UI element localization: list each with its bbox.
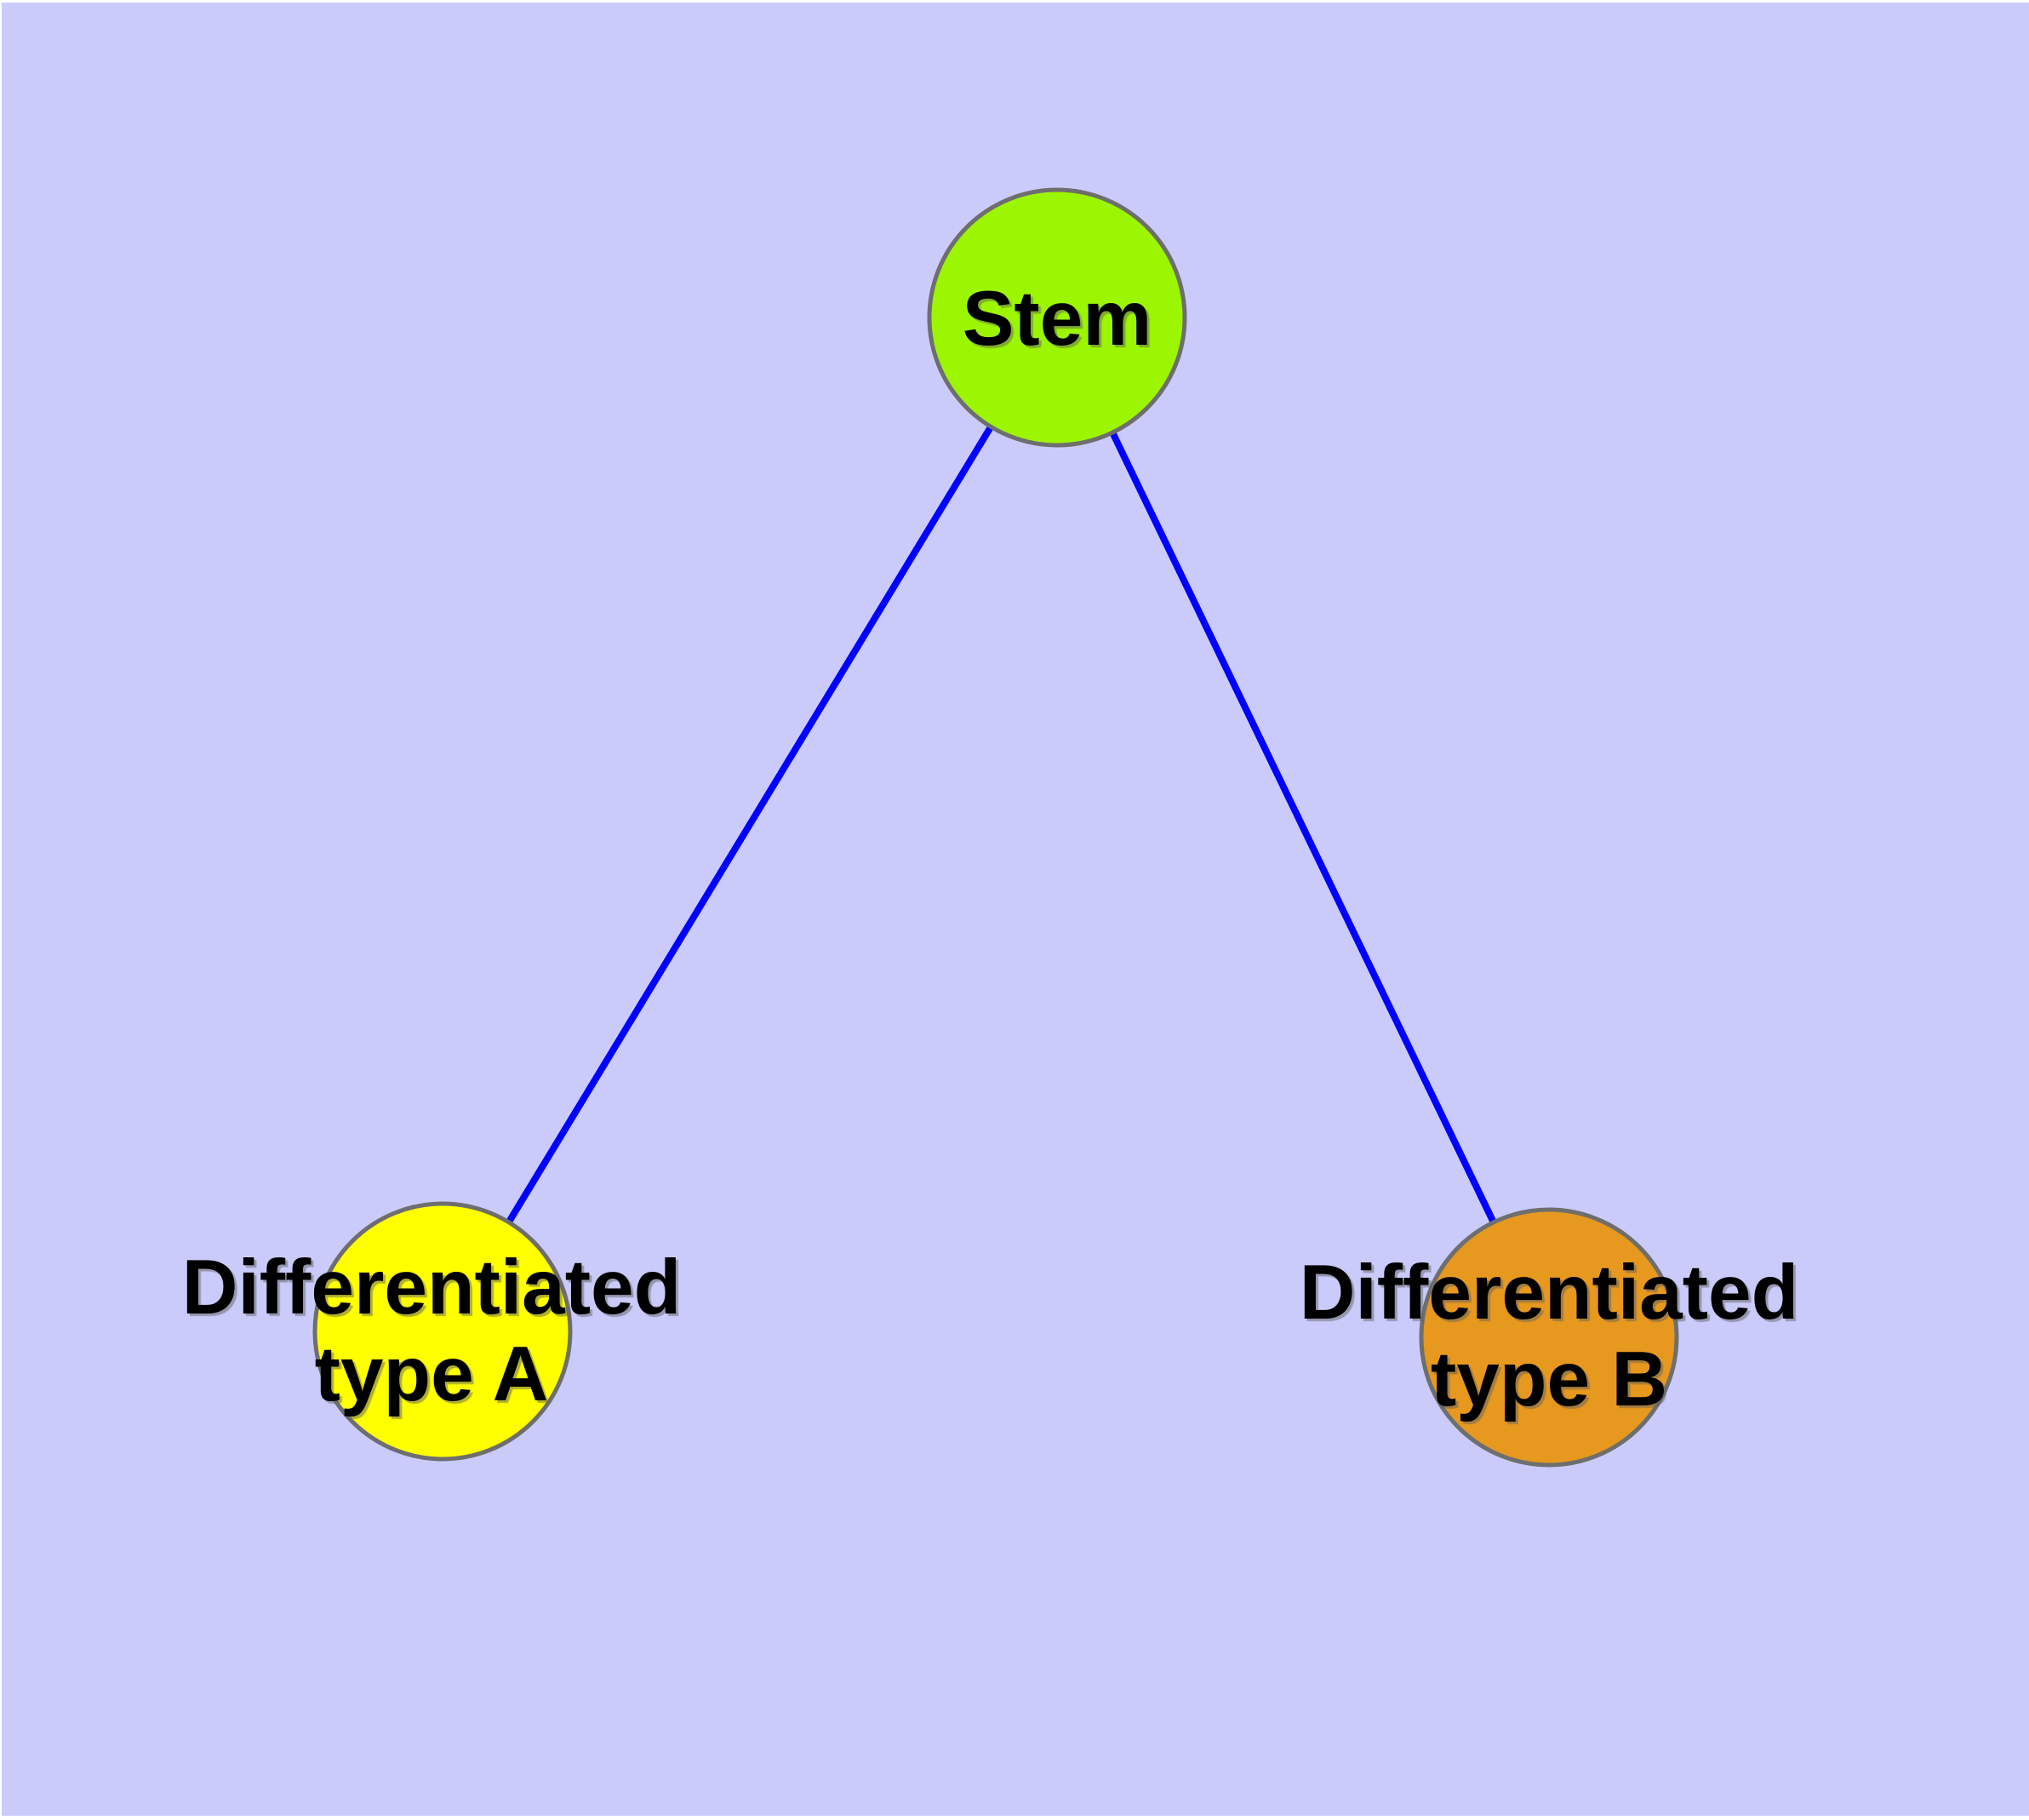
node-circle-stem [927, 187, 1187, 448]
node-circle-type-a [312, 1201, 573, 1462]
edge-stem-to-type-b [1054, 314, 1552, 1341]
edge-stem-to-type-a [439, 314, 1060, 1335]
node-circle-type-b [1419, 1207, 1679, 1468]
